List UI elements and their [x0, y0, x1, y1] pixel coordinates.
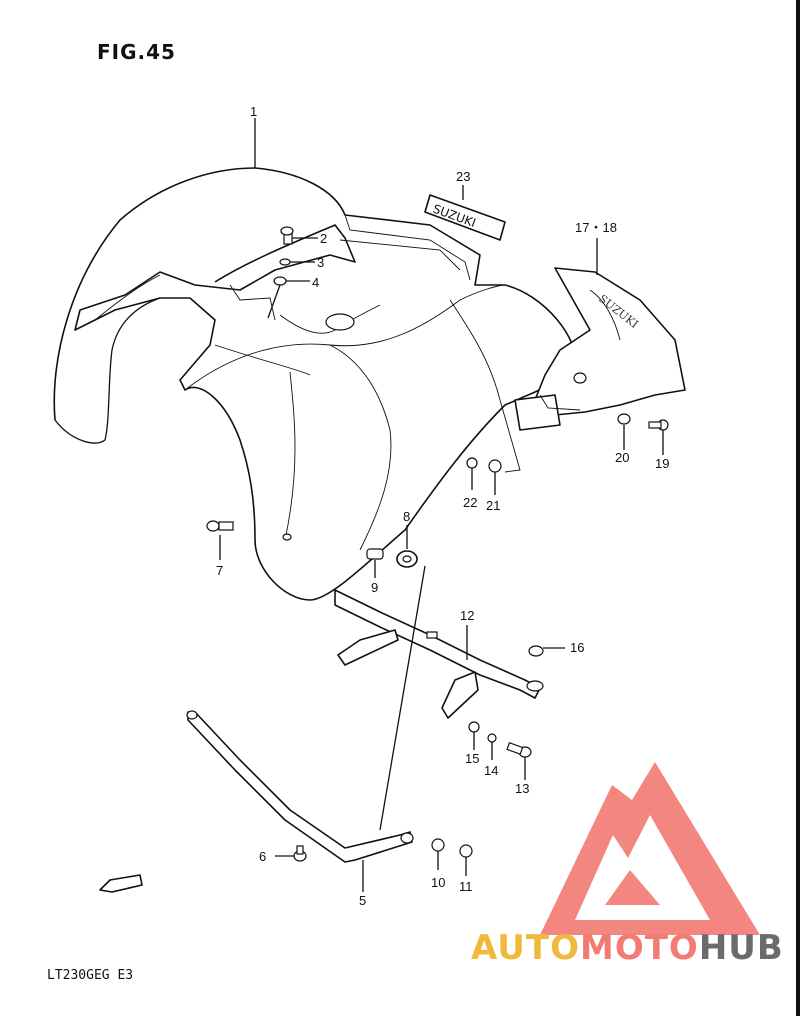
watermark-text: AUTOMOTOHUB	[471, 928, 784, 968]
leader-lines	[219, 118, 664, 892]
callout-11: 11	[459, 879, 473, 894]
watermark-part-1: AUTO	[471, 928, 580, 968]
cushion-collar	[366, 548, 418, 568]
watermark-part-3: HUB	[698, 928, 784, 968]
callout-labels: 1 2 3 4 5 6 7 8 9 10 11 12 13 14 15 16 1…	[216, 104, 669, 908]
watermark-logo	[540, 762, 760, 935]
callout-21: 21	[486, 498, 500, 513]
stay-5	[186, 565, 426, 863]
callout-19: 19	[655, 456, 669, 471]
callout-22: 22	[463, 495, 477, 510]
top-hardware	[273, 226, 294, 286]
watermark-part-2: MOTO	[579, 928, 699, 968]
callout-13: 13	[515, 781, 529, 796]
fwd-arrow: FWD	[99, 874, 143, 893]
callout-4: 4	[312, 275, 319, 290]
callout-2: 2	[320, 231, 327, 246]
callout-12: 12	[460, 608, 474, 623]
callout-8: 8	[403, 509, 410, 524]
callout-7: 7	[216, 563, 223, 578]
screw-7	[206, 520, 292, 541]
model-code: LT230GEG E3	[47, 968, 134, 983]
callout-6: 6	[259, 849, 266, 864]
callout-15: 15	[465, 751, 479, 766]
lower-hardware	[293, 721, 532, 862]
rear-panel: SUZUKI	[514, 267, 686, 431]
callout-20: 20	[615, 450, 629, 465]
callout-9: 9	[371, 580, 378, 595]
right-edge-border	[796, 0, 800, 1016]
callout-5: 5	[359, 893, 366, 908]
fwd-label: FWD	[110, 880, 128, 892]
side-hardware	[466, 413, 669, 473]
callout-1: 1	[250, 104, 257, 119]
bracket-12	[334, 589, 544, 719]
callout-17-18: 17・18	[575, 220, 617, 235]
callout-14: 14	[484, 763, 498, 778]
callout-10: 10	[431, 875, 445, 890]
rear-fender	[53, 167, 577, 601]
callout-3: 3	[317, 255, 324, 270]
callout-23: 23	[456, 169, 470, 184]
callout-16: 16	[570, 640, 584, 655]
figure-title: FIG.45	[97, 40, 176, 64]
